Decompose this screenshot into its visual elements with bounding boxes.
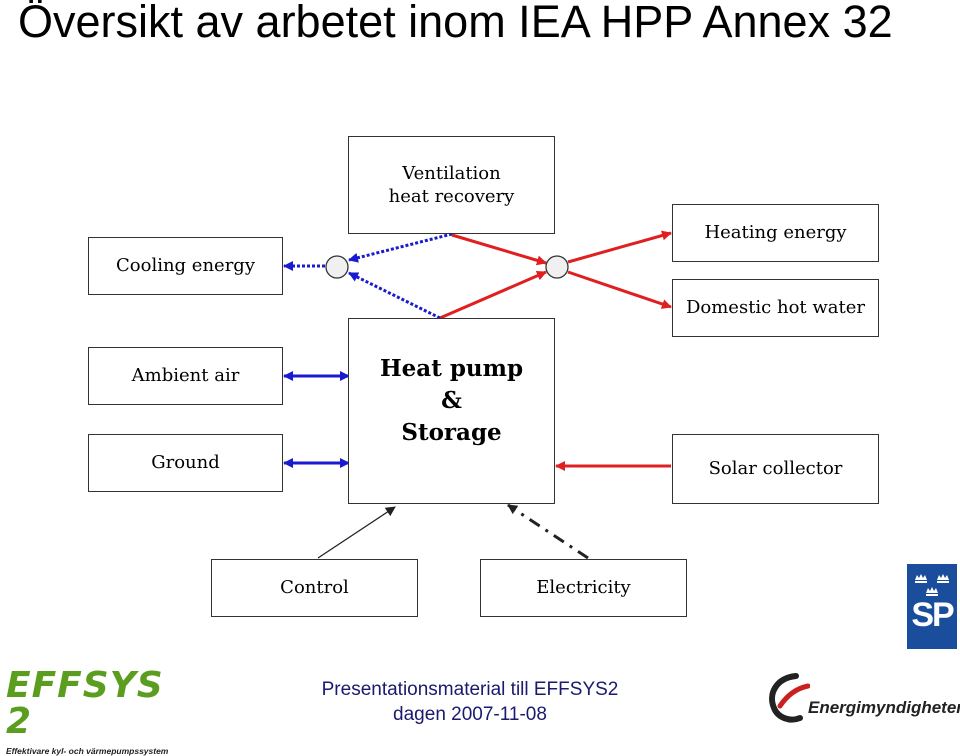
ventilation-label: Ventilation heat recovery (388, 162, 515, 207)
effsys-logo-word: EFFSYS 2 (6, 665, 164, 742)
solar-label: Solar collector (708, 458, 843, 480)
footer-text: Presentationsmaterial till EFFSYS2 dagen… (300, 678, 640, 727)
heat-pump-storage-box: Heat pump & Storage (348, 318, 555, 504)
cooling-energy-box: Cooling energy (88, 237, 283, 295)
flow-electricity-to-heatpump (507, 503, 589, 560)
energimyndigheten-logo: Energimyndigheten (766, 672, 960, 724)
dhw-label: Domestic hot water (685, 297, 866, 319)
sp-letters: SP (911, 596, 954, 634)
control-box: Control (211, 559, 418, 617)
electricity-box: Electricity (480, 559, 687, 617)
cold-junction-node (325, 255, 349, 279)
electricity-label: Electricity (536, 577, 631, 599)
ambient-label: Ambient air (131, 365, 240, 387)
flow-junction-to-heating (567, 230, 672, 264)
heatpump-label-line2: & (441, 387, 462, 415)
sp-logo: SP (907, 564, 957, 649)
ground-box: Ground (88, 434, 283, 492)
ambient-air-box: Ambient air (88, 347, 283, 405)
flow-heatpump-to-junction (439, 270, 547, 320)
control-label: Control (280, 577, 349, 599)
solar-collector-box: Solar collector (672, 434, 879, 504)
heating-energy-box: Heating energy (672, 204, 879, 262)
flow-ventilation-to-junction (451, 233, 547, 266)
page-title: Översikt av arbetet inom IEA HPP Annex 3… (18, 0, 893, 47)
flow-ventilation-to-cold-junction (348, 232, 453, 263)
cooling-label: Cooling energy (116, 255, 255, 277)
flow-control-to-heatpump (317, 506, 396, 559)
footer-line1: Presentationsmaterial till EFFSYS2 (321, 679, 619, 700)
flow-heatpump-to-cold-junction (348, 271, 441, 320)
flow-junction-to-dhw (567, 270, 672, 309)
domestic-hot-water-box: Domestic hot water (672, 279, 879, 337)
effsys-logo: EFFSYS 2 Effektivare kyl- och värmepumps… (6, 668, 174, 756)
hot-junction-node (545, 255, 569, 279)
footer-line2: dagen 2007-11-08 (393, 703, 547, 725)
system-diagram (283, 230, 672, 560)
heatpump-label-line1: Heat pump (379, 355, 524, 382)
ventilation-heat-recovery-box: Ventilation heat recovery (348, 136, 555, 234)
heating-label: Heating energy (704, 222, 847, 244)
ground-label: Ground (151, 452, 220, 474)
effsys-tagline: Effektivare kyl- och värmepumpssystem (6, 746, 169, 756)
crown-icon (915, 574, 949, 596)
heatpump-label-line3: Storage (401, 419, 502, 447)
energi-name: Energimyndigheten (808, 698, 960, 717)
swoosh-icon (769, 673, 810, 723)
